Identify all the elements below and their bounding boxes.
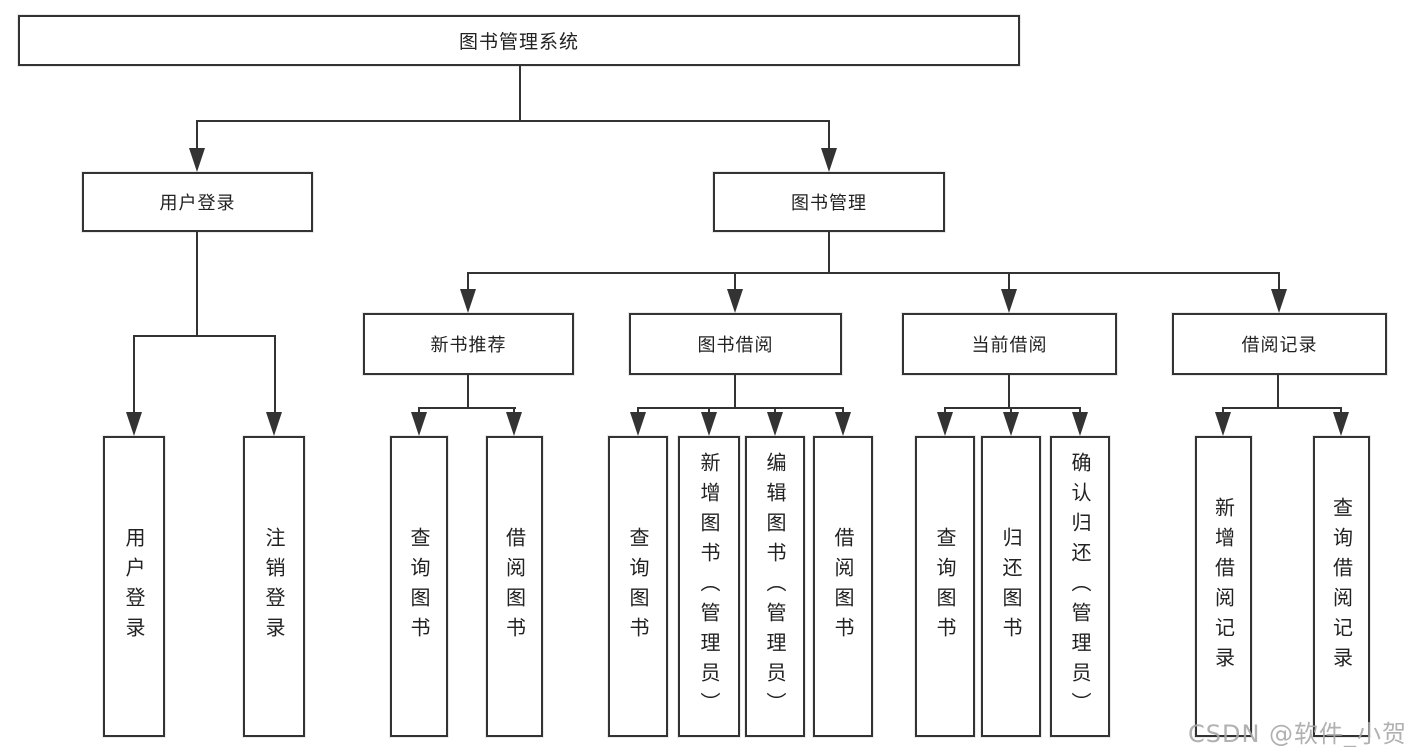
connector-drop (418, 407, 420, 415)
arrow-down-icon (630, 412, 646, 436)
connector-current-borrow-stem (1008, 374, 1010, 408)
connector-drop (1278, 272, 1280, 292)
csdn-watermark-text: CSDN @软件_小贺同 (1188, 720, 1405, 747)
arrow-down-icon (1072, 412, 1088, 436)
arrow-down-icon (126, 412, 142, 436)
connector-new-book-bar (418, 407, 516, 409)
leaf-borrow-books: 借阅图书 (813, 436, 873, 737)
leaf-query-borrow-record: 查询借阅记录 (1313, 436, 1370, 737)
leaf-return-books: 归还图书 (981, 436, 1041, 737)
connector-drop (467, 272, 469, 292)
node-current-borrowing: 当前借阅 (902, 313, 1117, 375)
connector-book-mgmt-bar (467, 272, 1280, 274)
leaf-logout: 注销登录 (243, 436, 305, 737)
connector-drop (774, 407, 776, 415)
connector-root-bar (196, 120, 830, 122)
leaf-confirm-return-admin: 确认归还（管理员） (1050, 436, 1110, 737)
leaf-borrow-books-recommend: 借阅图书 (486, 436, 543, 737)
connector-drop (133, 335, 135, 415)
arrow-down-icon (460, 289, 476, 313)
arrow-down-icon (411, 412, 427, 436)
connector-drop (1010, 407, 1012, 415)
node-book-borrowing: 图书借阅 (629, 313, 842, 375)
connector-drop (637, 407, 639, 415)
leaf-add-books-admin: 新增图书（管理员） (678, 436, 740, 737)
connector-drop (1222, 407, 1224, 415)
arrow-down-icon (189, 148, 205, 172)
leaf-query-books-recommend: 查询图书 (390, 436, 448, 737)
connector-drop (734, 272, 736, 292)
node-book-management: 图书管理 (713, 172, 945, 232)
leaf-edit-books-admin: 编辑图书（管理员） (745, 436, 805, 737)
connector-drop (513, 407, 515, 415)
connector-book-mgmt-stem (828, 231, 830, 273)
arrow-down-icon (266, 412, 282, 436)
connector-drop (842, 407, 844, 415)
connector-book-borrow-stem (734, 374, 736, 408)
connector-root-stem (519, 65, 521, 121)
connector-new-book-stem (467, 374, 469, 408)
node-user-login: 用户登录 (82, 172, 313, 232)
connector-drop (274, 335, 276, 415)
arrow-down-icon (1215, 412, 1231, 436)
arrow-down-icon (1003, 412, 1019, 436)
connector-drop (944, 407, 946, 415)
arrow-down-icon (1001, 289, 1017, 313)
connector-borrow-records-stem (1277, 374, 1279, 408)
connector-current-borrow-bar (944, 407, 1081, 409)
arrow-down-icon (727, 289, 743, 313)
connector-user-login-bar (133, 335, 276, 337)
connector-drop (828, 120, 830, 150)
connector-drop (1079, 407, 1081, 415)
connector-drop (196, 120, 198, 150)
arrow-down-icon (701, 412, 717, 436)
arrow-down-icon (1333, 412, 1349, 436)
csdn-watermark: CSDN @软件_小贺同学 (1188, 714, 1405, 747)
arrow-down-icon (937, 412, 953, 436)
connector-book-borrow-bar (637, 407, 844, 409)
leaf-query-books-current: 查询图书 (915, 436, 975, 737)
connector-drop (1340, 407, 1342, 415)
connector-drop (1008, 272, 1010, 292)
arrow-down-icon (506, 412, 522, 436)
connector-drop (708, 407, 710, 415)
node-borrowing-records: 借阅记录 (1172, 313, 1387, 375)
leaf-query-books-borrow: 查询图书 (608, 436, 668, 737)
arrow-down-icon (835, 412, 851, 436)
leaf-add-borrow-record: 新增借阅记录 (1195, 436, 1252, 737)
node-new-book-recommend: 新书推荐 (363, 313, 574, 375)
arrow-down-icon (1271, 289, 1287, 313)
arrow-down-icon (821, 148, 837, 172)
node-library-management-system: 图书管理系统 (18, 15, 1020, 66)
arrow-down-icon (767, 412, 783, 436)
leaf-user-login: 用户登录 (103, 436, 165, 737)
connector-borrow-records-bar (1222, 407, 1342, 409)
connector-user-login-stem (196, 231, 198, 335)
